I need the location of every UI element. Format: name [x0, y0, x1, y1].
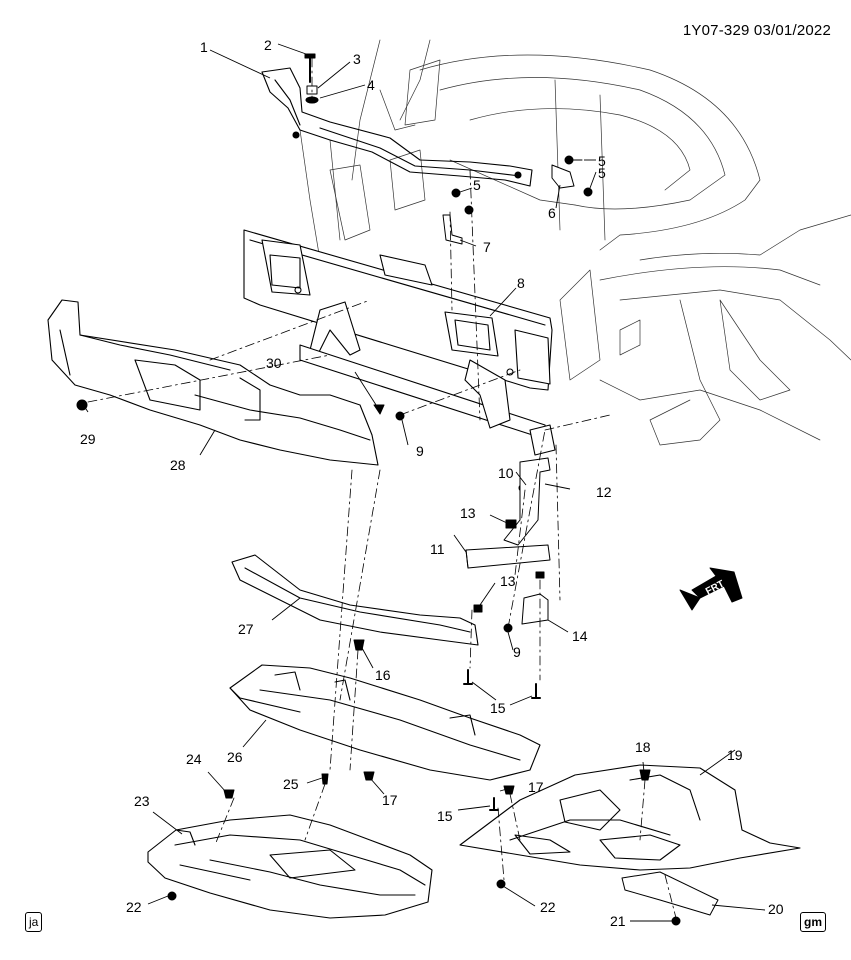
callout-12: 12	[596, 484, 612, 500]
callout-14: 14	[572, 628, 588, 644]
part-upper-tie-bar	[261, 67, 533, 187]
part-splash-shield-26	[229, 664, 541, 781]
part-bracket-14	[521, 593, 549, 625]
part-bolt-5c	[451, 188, 474, 215]
front-direction-arrow	[679, 567, 743, 611]
part-bracket-6	[551, 164, 575, 189]
part-bolt-15b	[531, 683, 541, 699]
callout-9b: 9	[513, 644, 521, 660]
callout-6: 6	[548, 205, 556, 221]
leader-lines	[83, 43, 766, 922]
part-radiator-support-8	[243, 229, 556, 456]
part-lower-baffle-27	[231, 554, 479, 646]
part-block-11	[465, 544, 551, 569]
callout-11: 11	[430, 541, 445, 557]
callout-9a: 9	[416, 443, 424, 459]
callout-22a: 22	[126, 899, 142, 915]
callout-1: 1	[200, 39, 208, 55]
callout-28: 28	[170, 457, 186, 473]
callout-3: 3	[353, 51, 361, 67]
callout-22b: 22	[540, 899, 556, 915]
part-nut-13b	[473, 604, 483, 613]
callout-7: 7	[483, 239, 491, 255]
part-bracket-7	[442, 214, 463, 245]
callout-4: 4	[367, 77, 375, 93]
document-id: 1Y07-329 03/01/2022	[682, 22, 831, 39]
part-nut-13a	[505, 519, 517, 529]
callout-29: 29	[80, 431, 96, 447]
part-air-deflector-28	[47, 299, 379, 466]
callout-13b: 13	[500, 573, 516, 589]
callout-15a: 15	[490, 700, 506, 716]
callout-27: 27	[238, 621, 254, 637]
part-bolt-15a	[463, 669, 473, 685]
callout-25: 25	[283, 776, 299, 792]
callout-24: 24	[186, 751, 202, 767]
ja-badge: ja	[25, 912, 43, 932]
callout-26: 26	[227, 749, 243, 765]
callout-18: 18	[635, 739, 651, 755]
callout-17b: 17	[528, 779, 544, 795]
part-nut-22a	[167, 891, 177, 901]
alignment-lines	[87, 57, 677, 919]
callout-15b: 15	[437, 808, 453, 824]
callout-5c: 5	[598, 165, 606, 181]
callout-5b: 5	[473, 177, 481, 193]
part-bolt-2	[304, 53, 316, 83]
vehicle-body-outline	[299, 39, 851, 446]
part-clip-18	[639, 769, 651, 781]
callout-5a: 5	[598, 153, 606, 169]
gm-logo-badge: gm	[800, 912, 826, 932]
part-bolt-15c	[489, 797, 499, 811]
part-clip-30	[373, 404, 385, 415]
callouts: 1 2 3 4 5 5 5 6 7 8 9 9 10 11 12 13 13 1…	[80, 37, 784, 929]
callout-23: 23	[134, 793, 150, 809]
callout-17a: 17	[382, 792, 398, 808]
callout-19: 19	[727, 747, 743, 763]
part-clip-16	[353, 639, 365, 651]
part-nut-13c	[535, 571, 545, 579]
part-underbody-shield-19	[459, 764, 801, 871]
callout-8: 8	[517, 275, 525, 291]
callout-10: 10	[498, 465, 514, 481]
part-bolt-25	[321, 773, 329, 785]
part-clip-24	[223, 789, 235, 799]
part-bolt-9a	[395, 411, 405, 421]
callout-30: 30	[266, 355, 282, 371]
part-clip-17b	[503, 785, 515, 795]
callout-21: 21	[610, 913, 626, 929]
part-underbody-shield-23	[147, 814, 433, 919]
callout-16: 16	[375, 667, 391, 683]
callout-13a: 13	[460, 505, 476, 521]
part-clip-17a	[363, 771, 375, 781]
callout-20: 20	[768, 901, 784, 917]
callout-2: 2	[264, 37, 272, 53]
part-bolt-5a	[564, 155, 583, 165]
part-bolt-5b	[583, 187, 593, 197]
